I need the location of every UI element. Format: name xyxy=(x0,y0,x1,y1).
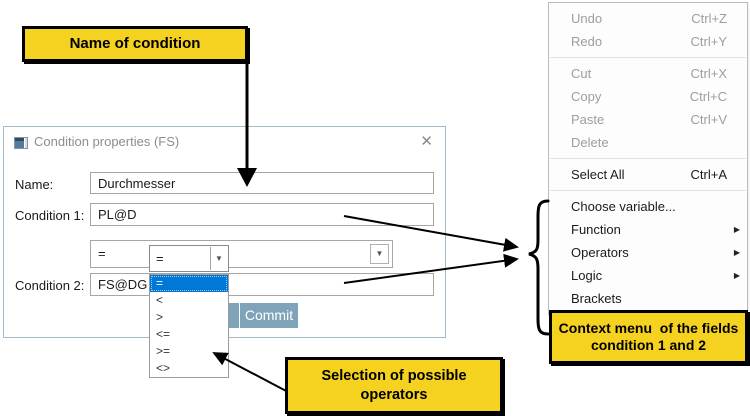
close-icon[interactable]: ✕ xyxy=(420,133,433,150)
context-menu: Undo Ctrl+Z Redo Ctrl+Y Cut Ctrl+X Copy … xyxy=(548,2,748,315)
operator-option-greater-equal[interactable]: >= xyxy=(156,344,171,358)
menu-item-label: Logic xyxy=(571,268,603,283)
operator-option-equals[interactable]: = xyxy=(150,275,228,292)
callout-operators-line2: operators xyxy=(360,386,428,403)
menu-item-label: Brackets xyxy=(571,291,622,306)
condition2-label: Condition 2: xyxy=(15,278,85,293)
callout-selection-operators: Selection of possible operators xyxy=(285,357,503,414)
operator-combobox-open[interactable]: = ▼ xyxy=(149,245,229,272)
menu-item-cut[interactable]: Cut Ctrl+X xyxy=(549,62,747,85)
chevron-down-icon[interactable]: ▼ xyxy=(210,247,227,270)
condition-properties-dialog: Condition properties (FS) ✕ Name: Durchm… xyxy=(3,126,446,378)
menu-item-function[interactable]: Function ▶ xyxy=(549,218,747,241)
menu-item-operators[interactable]: Operators ▶ xyxy=(549,241,747,264)
name-input[interactable]: Durchmesser xyxy=(90,172,434,194)
callout-context-menu: Context menu of the fields condition 1 a… xyxy=(549,310,748,364)
window-icon-top xyxy=(15,138,27,141)
menu-item-label: Cut xyxy=(571,66,592,81)
submenu-arrow-icon: ▶ xyxy=(733,225,740,234)
menu-item-redo[interactable]: Redo Ctrl+Y xyxy=(549,30,747,53)
menu-item-shortcut: Ctrl+Z xyxy=(691,11,727,26)
menu-item-label: Choose variable... xyxy=(571,199,676,214)
condition1-input[interactable]: PL@D xyxy=(90,203,434,226)
operator-option-greater[interactable]: > xyxy=(156,310,164,324)
menu-item-label: Delete xyxy=(571,135,609,150)
commit-button[interactable]: Commit xyxy=(240,303,298,328)
callout-operators-line1: Selection of possible xyxy=(321,368,467,385)
submenu-arrow-icon: ▶ xyxy=(733,248,740,257)
menu-item-copy[interactable]: Copy Ctrl+C xyxy=(549,85,747,108)
menu-separator xyxy=(550,158,746,159)
callout-name-of-condition: Name of condition xyxy=(22,26,248,62)
menu-item-shortcut: Ctrl+A xyxy=(690,167,727,182)
window-icon-right xyxy=(24,138,27,148)
name-label: Name: xyxy=(15,177,54,192)
operator-option-less-equal[interactable]: <= xyxy=(156,327,171,341)
menu-item-brackets[interactable]: Brackets xyxy=(549,287,747,310)
operator-combobox-value: = xyxy=(98,246,106,261)
condition1-label: Condition 1: xyxy=(15,208,85,223)
operator-option-not-equal[interactable]: <> xyxy=(156,361,171,375)
submenu-arrow-icon: ▶ xyxy=(733,271,740,280)
operator-dropdown-list: = < > <= >= <> xyxy=(149,274,229,378)
dialog-title: Condition properties (FS) xyxy=(34,134,180,149)
window-icon xyxy=(14,137,28,149)
menu-item-label: Undo xyxy=(571,11,603,26)
menu-item-logic[interactable]: Logic ▶ xyxy=(549,264,747,287)
menu-item-shortcut: Ctrl+Y xyxy=(690,34,727,49)
chevron-down-icon[interactable]: ▼ xyxy=(370,244,389,264)
operator-option-less[interactable]: < xyxy=(156,293,164,307)
operator-combobox[interactable]: = ▼ xyxy=(90,240,393,268)
callout-name-text: Name of condition xyxy=(69,34,201,52)
menu-item-label: Redo xyxy=(571,34,603,49)
condition2-input[interactable]: FS@DG xyxy=(90,273,434,296)
callout-context-line1: Context menu of the fields xyxy=(558,319,739,336)
menu-separator xyxy=(550,57,746,58)
menu-item-shortcut: Ctrl+V xyxy=(690,112,727,127)
menu-item-delete[interactable]: Delete xyxy=(549,131,747,154)
menu-item-shortcut: Ctrl+C xyxy=(689,89,727,104)
dialog-titlebar[interactable]: Condition properties (FS) ✕ xyxy=(4,127,445,157)
menu-item-label: Select All xyxy=(571,167,625,182)
menu-item-label: Operators xyxy=(571,245,629,260)
menu-item-label: Paste xyxy=(571,112,605,127)
menu-item-select-all[interactable]: Select All Ctrl+A xyxy=(549,163,747,186)
menu-separator xyxy=(550,190,746,191)
menu-item-choose-variable[interactable]: Choose variable... xyxy=(549,195,747,218)
menu-item-shortcut: Ctrl+X xyxy=(690,66,727,81)
menu-item-label: Function xyxy=(571,222,621,237)
operator-combobox-open-value: = xyxy=(156,251,164,266)
callout-context-line2: condition 1 and 2 xyxy=(590,337,707,353)
menu-item-undo[interactable]: Undo Ctrl+Z xyxy=(549,7,747,30)
curly-brace xyxy=(528,199,550,336)
menu-item-label: Copy xyxy=(571,89,602,104)
menu-item-paste[interactable]: Paste Ctrl+V xyxy=(549,108,747,131)
